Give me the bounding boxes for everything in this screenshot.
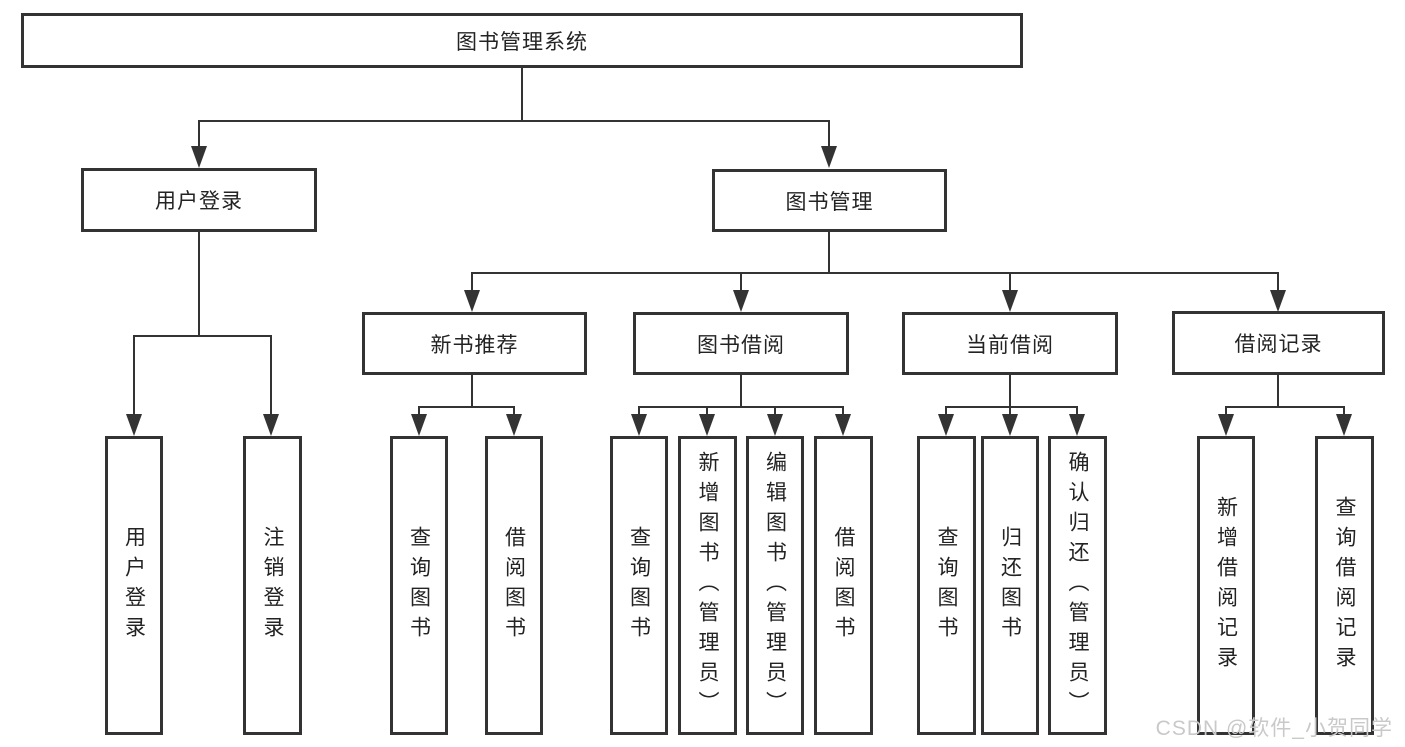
leaf-query-books-current: 查询图书 [917, 436, 976, 735]
edge-line [945, 406, 947, 414]
edge-line [828, 120, 830, 148]
leaf-label: 用户登录 [122, 525, 146, 646]
edge-line [1076, 406, 1078, 414]
edge-line [513, 406, 515, 414]
leaf-logout: 注销登录 [243, 436, 302, 735]
arrowhead [263, 414, 279, 436]
arrowhead [411, 414, 427, 436]
leaf-borrow-books-recommend: 借阅图书 [485, 436, 543, 735]
leaf-label: 编辑图书（管理员） [763, 450, 787, 721]
leaf-label: 借阅图书 [832, 525, 855, 646]
arrowhead [191, 146, 207, 168]
edge-line [1277, 375, 1279, 406]
edge-line [740, 375, 742, 406]
node-user-login: 用户登录 [81, 168, 317, 232]
leaf-label: 确认归还（管理员） [1066, 450, 1089, 721]
leaf-query-borrow-record: 查询借阅记录 [1315, 436, 1374, 735]
watermark: CSDN @软件_小贺同学 [1155, 717, 1393, 740]
leaf-label: 查询借阅记录 [1333, 495, 1356, 676]
arrowhead [767, 414, 783, 436]
leaf-label: 归还图书 [998, 525, 1022, 646]
leaf-label: 新增借阅记录 [1214, 495, 1238, 676]
edge-line [1009, 375, 1011, 406]
edge-line [270, 335, 272, 414]
arrowhead [126, 414, 142, 436]
node-library-system: 图书管理系统 [21, 13, 1023, 68]
edge-line [1277, 272, 1279, 292]
edge-line [133, 335, 135, 414]
arrowhead [821, 146, 837, 168]
edge-line [198, 120, 200, 148]
edge-line [638, 406, 843, 408]
leaf-label: 注销登录 [261, 525, 284, 646]
arrowhead [1336, 414, 1352, 436]
leaf-label: 查询图书 [935, 525, 958, 646]
edge-line [1343, 406, 1345, 414]
arrowhead [733, 290, 749, 312]
arrowhead [631, 414, 647, 436]
node-book-borrowing: 图书借阅 [633, 312, 849, 375]
edge-line [521, 68, 523, 120]
leaf-add-book-admin: 新增图书（管理员） [678, 436, 737, 735]
arrowhead [1002, 290, 1018, 312]
leaf-label: 新增图书（管理员） [696, 450, 719, 721]
edge-line [133, 335, 272, 337]
edge-line [842, 406, 844, 414]
node-new-book-recommendation: 新书推荐 [362, 312, 587, 375]
edge-line [1009, 272, 1011, 292]
edge-line [774, 406, 776, 414]
edge-line [1009, 406, 1011, 414]
arrowhead [1270, 290, 1286, 312]
edge-line [198, 232, 200, 335]
arrowhead [1069, 414, 1085, 436]
edge-line [638, 406, 640, 414]
arrowhead [835, 414, 851, 436]
node-book-management: 图书管理 [712, 169, 947, 232]
edge-line [1225, 406, 1227, 414]
leaf-edit-book-admin: 编辑图书（管理员） [746, 436, 804, 735]
leaf-add-borrow-record: 新增借阅记录 [1197, 436, 1255, 735]
leaf-label: 借阅图书 [502, 525, 526, 646]
arrowhead [1002, 414, 1018, 436]
edge-line [198, 120, 830, 122]
edge-line [418, 406, 515, 408]
node-current-borrowing: 当前借阅 [902, 312, 1118, 375]
edge-line [740, 272, 742, 292]
leaf-label: 查询图书 [407, 525, 431, 646]
leaf-confirm-return-admin: 确认归还（管理员） [1048, 436, 1107, 735]
arrowhead [699, 414, 715, 436]
edge-line [418, 406, 420, 414]
edge-line [471, 272, 1278, 274]
arrowhead [938, 414, 954, 436]
edge-line [945, 406, 1078, 408]
arrowhead [1218, 414, 1234, 436]
leaf-query-books-borrowing: 查询图书 [610, 436, 668, 735]
arrowhead [506, 414, 522, 436]
leaf-label: 查询图书 [627, 525, 651, 646]
node-borrowing-records: 借阅记录 [1172, 311, 1385, 375]
edge-line [471, 375, 473, 406]
arrowhead [464, 290, 480, 312]
leaf-return-books: 归还图书 [981, 436, 1039, 735]
edge-line [471, 272, 473, 292]
edge-line [828, 232, 830, 272]
edge-line [706, 406, 708, 414]
leaf-user-login: 用户登录 [105, 436, 163, 735]
leaf-query-books-recommend: 查询图书 [390, 436, 448, 735]
leaf-borrow-books: 借阅图书 [814, 436, 873, 735]
edge-line [1225, 406, 1345, 408]
